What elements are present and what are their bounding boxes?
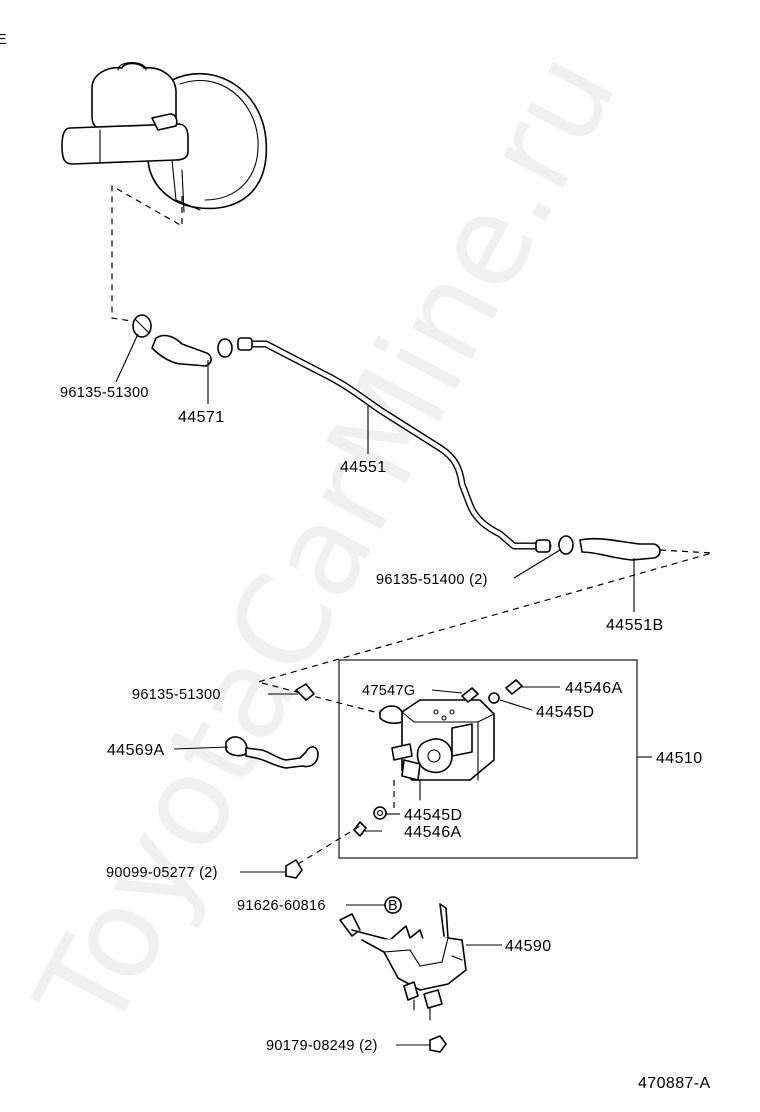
actuator-frame [338,659,638,859]
clamp-96135-51300-left [295,683,315,701]
dashed-connector-right [255,549,713,719]
label-90179-08249: 90179-08249 (2) [266,1038,378,1054]
clamp-96135-51300-top [132,314,152,338]
cap-47547G [461,687,479,703]
label-44551: 44551 [340,459,387,476]
label-44546A-bottom: 44546A [404,824,462,841]
label-90099-05277: 90099-05277 (2) [106,865,218,881]
bracket-44590 [339,903,467,1021]
hose-44571 [151,334,212,367]
washer-44545D-bottom [373,806,387,820]
label-44545D-bottom: 44545D [404,807,462,824]
label-47547G: 47547G [362,683,415,699]
label-44510: 44510 [656,750,703,767]
plug-44546A-bottom [353,821,367,837]
figure-code: 470887-A [638,1075,711,1092]
marker-b-letter: B [388,898,398,914]
dashed-connector-nut [297,825,361,865]
bolt-90179-08249 [429,1035,447,1053]
label-44569A: 44569A [107,742,165,759]
washer-44545D-top [488,692,500,704]
master-cylinder-illustration [61,61,268,213]
label-96135-51400: 96135-51400 (2) [376,572,488,588]
label-44545D-top: 44545D [536,704,594,721]
dashed-connector-top [111,184,183,323]
label-44551B: 44551B [606,617,664,634]
clamp-near-tube [217,338,233,358]
leader-lines [115,333,652,1046]
hose-44551B [579,537,661,561]
plug-44546A-top [505,679,523,695]
marker-b: B [384,896,402,914]
actuator-44510 [379,699,495,801]
label-44590: 44590 [505,938,552,955]
clamp-96135-51400 [558,535,574,555]
label-96135-51300-left: 96135-51300 [132,687,221,703]
label-44571: 44571 [178,409,225,426]
nut-90099-05277 [285,859,303,879]
label-44546A-top: 44546A [565,680,623,697]
label-96135-51300-top: 96135-51300 [60,385,149,401]
hose-44569A [225,736,319,769]
label-91626-60816: 91626-60816 [237,898,326,914]
tube-44551 [237,337,552,553]
corner-mark: E [0,32,7,48]
